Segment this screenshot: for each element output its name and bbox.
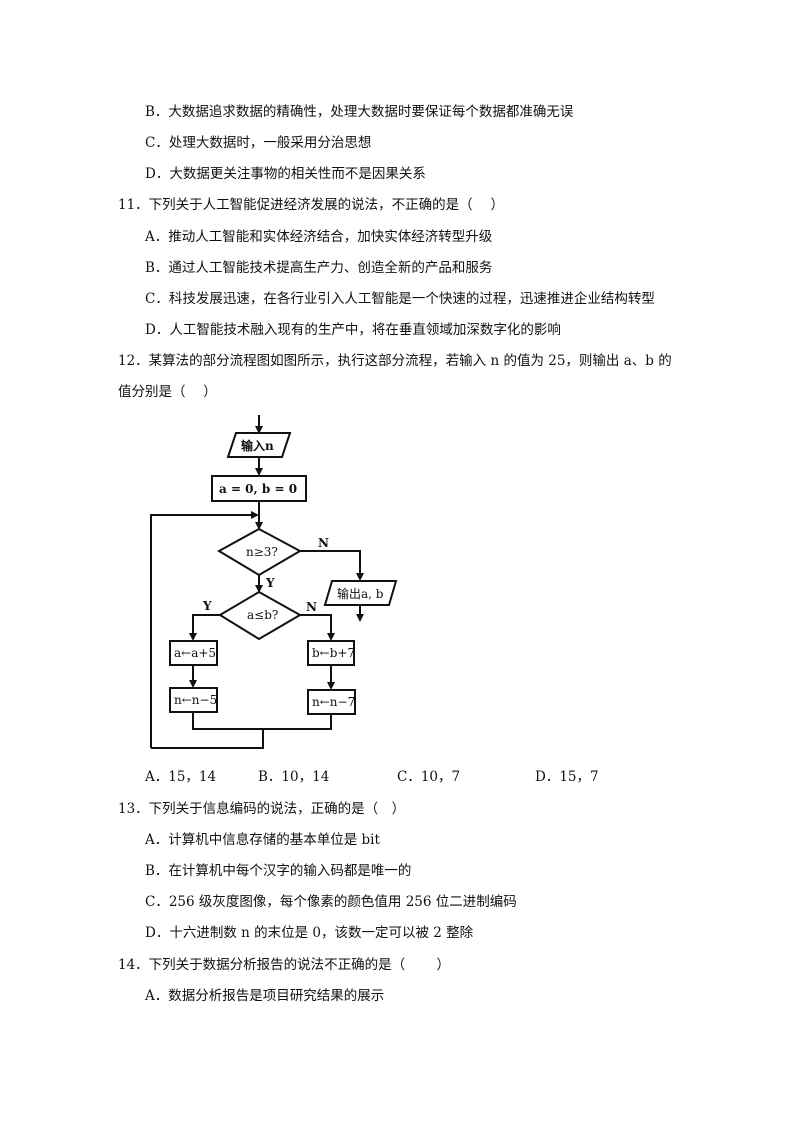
option-label: A． (145, 988, 169, 1004)
flow-input: 输入n (241, 438, 274, 453)
q12-stem-line2: 值分别是（ ） (118, 384, 217, 400)
option-label: D． (145, 322, 170, 338)
option-text: 15，7 (559, 769, 599, 785)
q13-option-a: A．计算机中信息存储的基本单位是 bit (145, 830, 380, 850)
option-label: A． (145, 832, 169, 848)
option-text: 人工智能技术融入现有的生产中，将在垂直领域加深数字化的影响 (169, 322, 561, 338)
option-label: B． (145, 104, 169, 120)
option-text: 在计算机中每个汉字的输入码都是唯一的 (168, 863, 412, 879)
option-text: 10，7 (420, 769, 461, 785)
option-label: D． (145, 925, 170, 941)
flow-init: a = 0, b = 0 (219, 482, 297, 496)
flow-left1: a←a+5 (174, 646, 216, 660)
option-text: 10，14 (281, 769, 330, 785)
option-label: A． (145, 229, 169, 245)
option-label: B． (258, 769, 282, 785)
option-label: B． (145, 863, 169, 879)
option-text: 256 级灰度图像，每个像素的颜色值用 256 位二进制编码 (168, 894, 517, 910)
q13-option-c: C．256 级灰度图像，每个像素的颜色值用 256 位二进制编码 (145, 892, 517, 912)
flow-left2: n←n−5 (174, 693, 217, 707)
option-text: 大数据追求数据的精确性，处理大数据时要保证每个数据都准确无误 (168, 104, 574, 120)
option-text: 计算机中信息存储的基本单位是 bit (168, 832, 380, 848)
q11-option-d: D．人工智能技术融入现有的生产中，将在垂直领域加深数字化的影响 (145, 320, 561, 340)
flow-cond2: a≤b? (247, 608, 278, 622)
q10-option-d: D．大数据更关注事物的相关性而不是因果关系 (145, 164, 426, 184)
q12-flowchart: 输入n a = 0, b = 0 n≥3? N Y 输出a, b a≤b? Y … (150, 415, 398, 749)
q12-stem-line1: 12．某算法的部分流程图如图所示，执行这部分流程，若输入 n 的值为 25，则输… (118, 353, 672, 369)
option-text: 十六进制数 n 的末位是 0，该数一定可以被 2 整除 (169, 925, 474, 941)
option-text: 处理大数据时，一般采用分治思想 (168, 135, 372, 151)
q12-option-d: D．15，7 (535, 767, 599, 787)
q11-option-b: B．通过人工智能技术提高生产力、创造全新的产品和服务 (145, 258, 492, 278)
q11-option-a: A．推动人工智能和实体经济结合，加快实体经济转型升级 (145, 227, 492, 247)
option-label: C． (145, 894, 169, 910)
q10-option-c: C．处理大数据时，一般采用分治思想 (145, 133, 371, 153)
option-label: A． (145, 769, 169, 785)
option-text: 15，14 (168, 769, 217, 785)
option-text: 通过人工智能技术提高生产力、创造全新的产品和服务 (168, 260, 493, 276)
option-label: B． (145, 260, 169, 276)
q11-option-c: C．科技发展迅速，在各行业引入人工智能是一个快速的过程，迅速推进企业结构转型 (145, 289, 655, 309)
q12-option-b: B．10，14 (258, 767, 329, 787)
flow-cond2-yes: Y (202, 599, 212, 613)
option-label: C． (145, 135, 169, 151)
q10-option-b: B．大数据追求数据的精确性，处理大数据时要保证每个数据都准确无误 (145, 102, 573, 122)
q13-option-b: B．在计算机中每个汉字的输入码都是唯一的 (145, 861, 411, 881)
q14-option-a: A．数据分析报告是项目研究结果的展示 (145, 986, 384, 1006)
flow-output: 输出a, b (337, 586, 384, 601)
option-text: 大数据更关注事物的相关性而不是因果关系 (169, 166, 426, 182)
option-text: 科技发展迅速，在各行业引入人工智能是一个快速的过程，迅速推进企业结构转型 (168, 291, 655, 307)
flow-cond1: n≥3? (246, 545, 278, 559)
flow-cond2-no: N (306, 600, 317, 614)
q13-stem: 13．下列关于信息编码的说法，正确的是（ ） (118, 801, 406, 817)
option-label: D． (145, 166, 170, 182)
q14-stem: 14．下列关于数据分析报告的说法不正确的是（ ） (118, 957, 450, 973)
flow-cond1-no: N (318, 536, 329, 550)
flow-right2: n←n−7 (312, 695, 355, 709)
q12-option-c: C．10，7 (397, 767, 460, 787)
option-text: 推动人工智能和实体经济结合，加快实体经济转型升级 (168, 229, 493, 245)
q11-stem: 11．下列关于人工智能促进经济发展的说法，不正确的是（ ） (118, 197, 504, 213)
option-label: D． (535, 769, 560, 785)
flow-cond1-yes: Y (265, 576, 275, 590)
flow-right1: b←b+7 (312, 646, 355, 660)
option-label: C． (145, 291, 169, 307)
q13-option-d: D．十六进制数 n 的末位是 0，该数一定可以被 2 整除 (145, 923, 473, 943)
option-label: C． (397, 769, 421, 785)
option-text: 数据分析报告是项目研究结果的展示 (168, 988, 385, 1004)
q12-option-a: A．15，14 (145, 767, 216, 787)
